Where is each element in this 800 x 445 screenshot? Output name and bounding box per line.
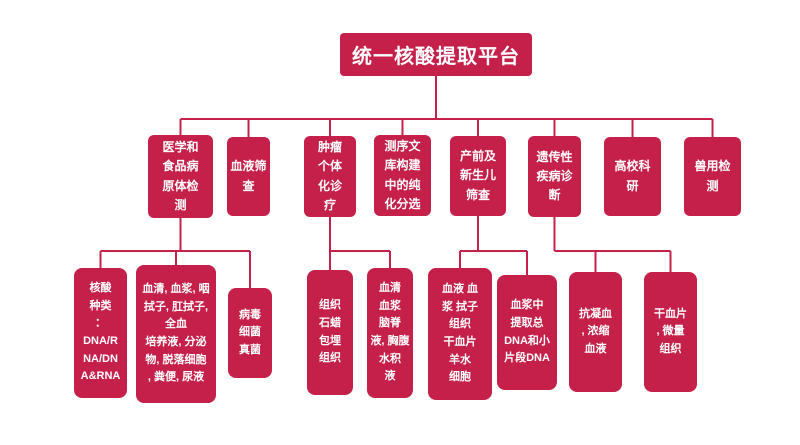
connector-medical-paths bbox=[99, 218, 251, 288]
node-dried-blood-trace-tissue: 干血片 , 微量 组织 bbox=[644, 272, 697, 392]
node-platform-root: 统一核酸提取平台 bbox=[340, 33, 532, 76]
node-veterinary-testing: 兽用检 测 bbox=[684, 137, 741, 216]
connector-genetic-children bbox=[553, 217, 672, 272]
connector-prenatal-paths bbox=[459, 216, 528, 275]
connector-tumor-paths bbox=[329, 217, 391, 270]
node-tissue-paraffin-embedded: 组织 石蜡 包埋 组织 bbox=[307, 270, 353, 395]
connector-branch-stubs bbox=[179, 119, 714, 137]
connector-genetic-paths bbox=[553, 217, 672, 272]
connector-tumor-children bbox=[329, 217, 391, 270]
node-university-research: 高校科 研 bbox=[604, 137, 661, 216]
connector-medical-children bbox=[99, 218, 251, 288]
node-sample-types-serum-plasma: 血清, 血浆, 咽 拭子, 肛拭子, 全血 培养液, 分泌 物, 脱落细胞 , … bbox=[136, 265, 216, 403]
node-tumor-personalized: 肿瘤 个体 化诊 疗 bbox=[304, 136, 356, 217]
node-nucleic-acid-types: 核酸 种类 ： DNA/R NA/DN A&RNA bbox=[74, 268, 127, 398]
node-plasma-dna-extraction: 血浆中 提取总 DNA和小 片段DNA bbox=[497, 275, 557, 390]
node-blood-screening: 血液筛 查 bbox=[227, 137, 270, 216]
node-anticoagulated-blood: 抗凝血 , 浓缩 血液 bbox=[569, 272, 622, 392]
connector-prenatal-children bbox=[459, 216, 528, 275]
node-medical-food-pathogen: 医学和 食品病 原体检 测 bbox=[148, 135, 213, 218]
node-virus-bacteria-fungi: 病毒 细菌 真菌 bbox=[228, 288, 272, 378]
node-genetic-disease: 遗传性 疾病诊 断 bbox=[528, 136, 581, 217]
node-sequencing-library: 测序文 库构建 中的纯 化分选 bbox=[374, 135, 431, 216]
node-serum-csf-effusion: 血清 血浆 脑脊 液, 胸腹 水积 液 bbox=[367, 268, 413, 398]
connector-root-to-branches bbox=[179, 76, 714, 137]
node-prenatal-newborn: 产前及 新生儿 筛查 bbox=[450, 136, 506, 216]
node-blood-plasma-swab-samples: 血液 血 浆 拭子 组织 干血片 羊水 细胞 bbox=[428, 268, 492, 400]
